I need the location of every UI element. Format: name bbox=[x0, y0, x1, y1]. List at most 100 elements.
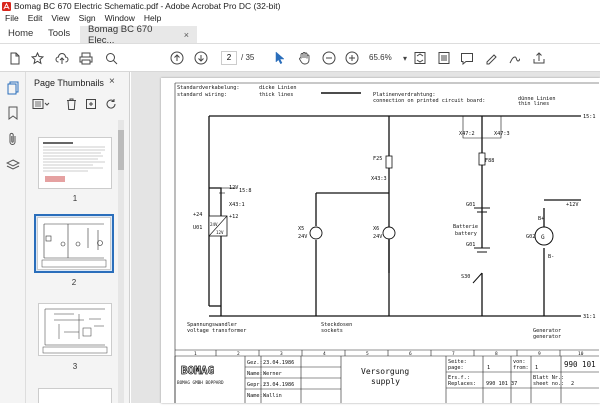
menu-view[interactable]: View bbox=[51, 13, 70, 23]
tab-tools-label: Tools bbox=[48, 28, 71, 39]
col-4: 4 bbox=[323, 351, 326, 357]
tab-home[interactable]: Home bbox=[0, 24, 40, 43]
create-file-icon[interactable] bbox=[7, 51, 21, 65]
bookmark-star-icon[interactable] bbox=[30, 51, 44, 65]
from-label-en: from: bbox=[513, 365, 529, 371]
u01-input-label: 24V bbox=[210, 222, 218, 227]
from-number: 1 bbox=[535, 365, 538, 371]
tab-close-icon[interactable]: × bbox=[183, 29, 189, 40]
panel-scrollbar-thumb[interactable] bbox=[118, 130, 124, 170]
x43-terminal-label: X43:1 bbox=[229, 202, 245, 208]
col-9: 9 bbox=[538, 351, 541, 357]
legend-thick-lines-de: dicke Linien bbox=[259, 85, 296, 91]
checked-date: 23.04.1986 bbox=[263, 382, 294, 388]
menu-help[interactable]: Help bbox=[143, 13, 162, 23]
page-thumbnail-3[interactable] bbox=[38, 303, 112, 356]
tab-document[interactable]: Bomag BC 670 Elec... × bbox=[80, 23, 197, 46]
battery-en-label: battery bbox=[455, 231, 477, 237]
col-10: 10 bbox=[578, 351, 584, 357]
fill-sign-icon[interactable] bbox=[508, 51, 522, 65]
print-icon[interactable] bbox=[79, 51, 93, 65]
page-number-input[interactable]: 2 bbox=[221, 51, 237, 65]
generator-symbol: G bbox=[541, 234, 545, 241]
hand-tool-icon[interactable] bbox=[297, 51, 311, 65]
fit-page-icon[interactable] bbox=[413, 51, 427, 65]
col-8: 8 bbox=[495, 351, 498, 357]
switch-s30-label: S30 bbox=[461, 274, 470, 280]
col-7: 7 bbox=[452, 351, 455, 357]
page-thumbnail-1[interactable] bbox=[38, 137, 112, 189]
layers-icon[interactable] bbox=[5, 158, 21, 175]
plus-24-label: +24 bbox=[193, 212, 202, 218]
page-thumbnail-2[interactable] bbox=[37, 217, 111, 270]
page-thumbnail-4[interactable] bbox=[38, 388, 112, 403]
title-bar: Bomag BC 670 Electric Schematic.pdf - Ad… bbox=[0, 0, 600, 12]
menu-window[interactable]: Window bbox=[104, 13, 135, 23]
page-label-de: Seite: bbox=[448, 359, 467, 365]
sheet-label-de: Blatt Nr.: bbox=[533, 375, 564, 381]
find-search-icon[interactable] bbox=[104, 51, 118, 65]
upload-cloud-icon[interactable] bbox=[55, 51, 69, 65]
bookmarks-icon[interactable] bbox=[7, 106, 19, 123]
terminal-15-8-label: 15:8 bbox=[239, 188, 252, 194]
replaces-number: 990 101 37 bbox=[486, 381, 517, 387]
tab-tools[interactable]: Tools bbox=[40, 24, 80, 43]
scroll-mode-icon[interactable] bbox=[437, 51, 451, 65]
rail-bottom-label: 31:1 bbox=[583, 314, 596, 320]
zoom-level[interactable]: 65.6% bbox=[369, 53, 392, 62]
attachments-icon[interactable] bbox=[7, 132, 19, 149]
tab-document-label: Bomag BC 670 Elec... bbox=[88, 23, 153, 46]
col-6: 6 bbox=[409, 351, 412, 357]
replaces-label-en: Replaces: bbox=[448, 381, 476, 387]
legend-pcb-connection-en: connection on printed circuit board: bbox=[373, 98, 485, 104]
select-cursor-icon[interactable] bbox=[273, 51, 287, 65]
rotate-page-icon[interactable] bbox=[105, 98, 117, 113]
share-icon[interactable] bbox=[532, 51, 546, 65]
sheet-title-de: Versorgung bbox=[361, 367, 409, 376]
u01-label: U01 bbox=[193, 225, 202, 231]
previous-page-icon[interactable] bbox=[170, 51, 184, 65]
legend-thin-lines-en: thin lines bbox=[518, 101, 549, 107]
menu-file[interactable]: File bbox=[5, 13, 19, 23]
comment-icon[interactable] bbox=[460, 51, 474, 65]
battery-de-label: Batterie bbox=[453, 224, 478, 230]
acrobat-app-icon bbox=[2, 1, 11, 11]
legend-standard-wiring-en: standard wiring: bbox=[177, 92, 227, 98]
next-page-icon[interactable] bbox=[194, 51, 208, 65]
converter-de-label: Spannungswandler bbox=[187, 322, 237, 328]
legend-thin-lines-de: dünne Linien bbox=[518, 96, 555, 102]
thumbnail-2-label: 2 bbox=[71, 278, 77, 287]
generator-g02-label: G02 bbox=[526, 234, 535, 240]
fuse-f88-label: F88 bbox=[485, 158, 494, 164]
name-label: Name: bbox=[247, 371, 263, 377]
document-number: 990 101 55 bbox=[564, 360, 600, 369]
menu-sign[interactable]: Sign bbox=[78, 13, 96, 23]
menu-edit[interactable]: Edit bbox=[27, 13, 43, 23]
x47b-terminal-label: X47:3 bbox=[494, 131, 510, 137]
name-value: Werner bbox=[263, 371, 282, 377]
d-plus-label: +12V bbox=[566, 202, 579, 208]
highlight-pen-icon[interactable] bbox=[484, 51, 498, 65]
bomag-logo: BOMAG bbox=[181, 364, 214, 377]
page-thumbnails-icon[interactable] bbox=[6, 81, 20, 98]
panel-scrollbar[interactable] bbox=[118, 120, 124, 403]
col-5: 5 bbox=[366, 351, 369, 357]
zoom-dropdown-chevron-icon[interactable]: ▾ bbox=[402, 53, 407, 63]
extract-page-icon[interactable] bbox=[85, 98, 97, 113]
delete-page-icon[interactable] bbox=[66, 98, 77, 113]
panel-tools bbox=[32, 96, 117, 114]
panel-close-icon[interactable]: × bbox=[109, 76, 115, 87]
zoom-out-icon[interactable] bbox=[322, 51, 336, 65]
thumbnail-1-preview bbox=[43, 142, 105, 182]
col-3: 3 bbox=[280, 351, 283, 357]
bomag-company: BOMAG GMBH BOPPARD bbox=[177, 380, 224, 386]
battery-g01a-label: G01 bbox=[466, 202, 475, 208]
navigation-rail bbox=[0, 72, 26, 403]
legend-standard-wiring-de: Standardverkabelung: bbox=[177, 85, 239, 91]
replaces-label-de: Ers.f.: bbox=[448, 375, 470, 381]
thumbnail-options-icon[interactable] bbox=[32, 98, 50, 113]
zoom-in-icon[interactable] bbox=[345, 51, 359, 65]
toolbar: ▾ bbox=[0, 44, 600, 72]
legend-pcb-connection-de: Platinenverdrahtung: bbox=[373, 92, 435, 98]
tab-home-label: Home bbox=[8, 28, 34, 39]
